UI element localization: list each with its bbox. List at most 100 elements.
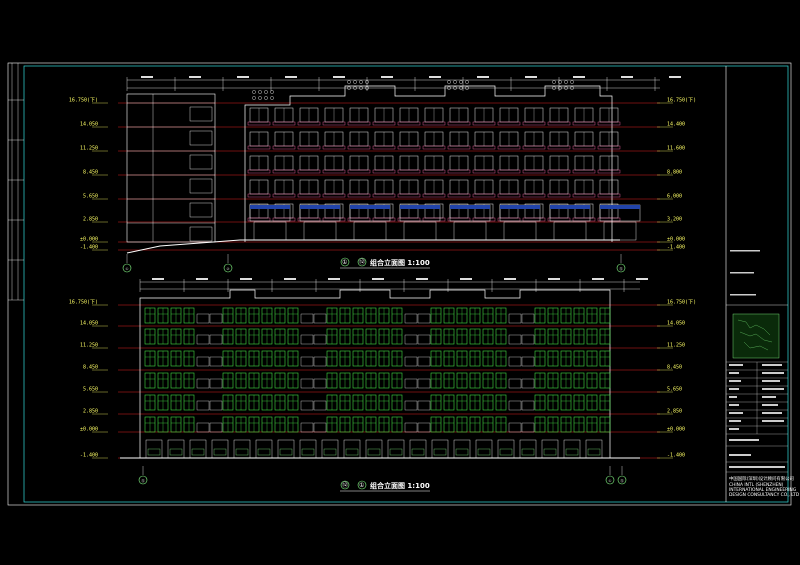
level-label: 11.600 <box>667 146 685 152</box>
garage-opening <box>353 221 387 241</box>
level-label: 11.250 <box>80 343 98 349</box>
balcony-rail <box>300 334 314 345</box>
level-label: 16.750(下) <box>667 98 696 104</box>
balcony-rail <box>297 169 321 174</box>
dimension-text-mark <box>592 278 604 280</box>
balcony-rail <box>272 145 296 150</box>
balcony-rail <box>297 145 321 150</box>
axis-label: ② <box>226 267 230 271</box>
balcony-rail <box>497 217 521 222</box>
balcony-rail <box>572 121 596 126</box>
title-block: 中国国际(深圳)设计顾问有限公司 CHINA INTL (SHENZHEN) I… <box>725 66 800 502</box>
dimension-text-mark <box>669 76 681 78</box>
dimension-text-mark <box>381 76 393 78</box>
balcony-rail <box>322 169 346 174</box>
level-label: 16.750(下) <box>667 300 696 306</box>
garage-door <box>541 439 559 459</box>
car-outline <box>455 448 469 456</box>
balcony-rail <box>417 378 431 389</box>
level-label: 3.200 <box>667 217 682 223</box>
balcony-rail <box>272 121 296 126</box>
balcony-rail <box>247 193 271 198</box>
balcony-rail <box>372 193 396 198</box>
balcony-rail <box>372 145 396 150</box>
binding-strip <box>8 63 24 301</box>
balcony-rail <box>300 378 314 389</box>
company-name-en-1: CHINA INTL (SHENZHEN) <box>729 482 784 488</box>
balcony-rail <box>322 217 346 222</box>
car-outline <box>411 448 425 456</box>
balcony-rail <box>422 169 446 174</box>
balcony-rail <box>472 193 496 198</box>
axis-bubble <box>223 263 233 273</box>
inner-frame <box>23 65 789 503</box>
car-outline <box>301 448 315 456</box>
balcony-rail <box>572 169 596 174</box>
level-label: 5.650 <box>667 387 682 393</box>
balcony-rail <box>521 400 535 411</box>
level-label: -1.400 <box>80 453 98 459</box>
balcony-rail <box>272 217 296 222</box>
balcony-rail <box>521 356 535 367</box>
balcony-rail <box>547 121 571 126</box>
balcony-rail <box>422 121 446 126</box>
dimension-text-mark <box>460 278 472 280</box>
balcony-rail <box>422 193 446 198</box>
garage-opening <box>553 221 587 241</box>
balcony-rail <box>313 334 327 345</box>
car-outline <box>169 448 183 456</box>
balcony-rail <box>547 145 571 150</box>
balcony-rail <box>522 217 546 222</box>
balcony-rail <box>300 400 314 411</box>
balcony-rail <box>417 400 431 411</box>
balcony-rail <box>297 217 321 222</box>
balcony-rail <box>372 169 396 174</box>
bottom-title-axis-end: ① <box>359 482 364 489</box>
balcony-rail <box>404 334 418 345</box>
balcony-rail <box>521 422 535 433</box>
level-label: ±0.000 <box>667 237 685 243</box>
garage-door <box>387 439 405 459</box>
balcony-rail <box>397 169 421 174</box>
balcony-rail <box>547 193 571 198</box>
balcony-rail <box>472 217 496 222</box>
company-name-en-2: INTERNATIONAL ENGINEERING <box>729 487 797 493</box>
balcony-rail <box>313 378 327 389</box>
bottom-title-text: 组合立面图 1:100 <box>370 481 430 490</box>
dimension-text-mark <box>237 76 249 78</box>
balcony-rail <box>472 145 496 150</box>
level-label: 2.850 <box>83 217 98 223</box>
level-label: -1.400 <box>667 453 685 459</box>
balcony-rail <box>597 121 621 126</box>
dimension-text-mark <box>429 76 441 78</box>
balcony-rail <box>447 121 471 126</box>
garage-door <box>211 439 229 459</box>
car-outline <box>477 448 491 456</box>
balcony-rail <box>422 145 446 150</box>
roof-vent-dot <box>459 86 463 90</box>
balcony-rail <box>521 313 535 324</box>
axis-label: ① <box>125 267 129 271</box>
level-label: 8.450 <box>83 365 98 371</box>
car-outline <box>433 448 447 456</box>
roof-vent-dot <box>447 86 451 90</box>
balcony-rail <box>404 378 418 389</box>
balcony-rail <box>347 169 371 174</box>
stair-window <box>189 226 213 242</box>
dimension-text-mark <box>416 278 428 280</box>
balcony-rail <box>297 193 321 198</box>
balcony-rail <box>209 313 223 324</box>
car-outline <box>499 448 513 456</box>
shop-sign <box>550 205 590 209</box>
balcony-rail <box>472 169 496 174</box>
balcony-rail <box>497 121 521 126</box>
balcony-rail <box>404 422 418 433</box>
balcony-rail <box>497 145 521 150</box>
garage-door <box>321 439 339 459</box>
dimension-text-mark <box>285 76 297 78</box>
roof-vent-dot <box>270 96 274 100</box>
garage-door <box>497 439 515 459</box>
roof-vent-dot <box>570 86 574 90</box>
balcony-rail <box>322 121 346 126</box>
